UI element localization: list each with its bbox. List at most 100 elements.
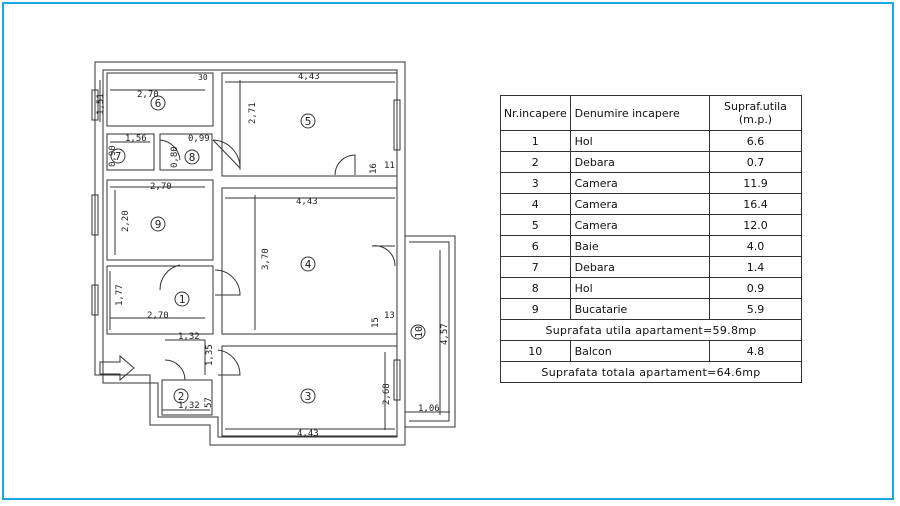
table-row: 3 Camera 11.9 — [500, 172, 803, 194]
room-number-5: 5 — [305, 115, 312, 128]
dim-label: 30 — [198, 73, 208, 82]
room-9-outline — [106, 179, 214, 261]
room-number-8: 8 — [189, 151, 196, 164]
dim-label: 1,56 — [125, 134, 147, 144]
room-7-outline — [106, 133, 155, 171]
row-nr: 4 — [500, 193, 571, 215]
row-name: Baie — [569, 235, 710, 257]
dim-label: 2,70 — [137, 90, 159, 100]
balcony-row: 10 Balcon 4.8 — [500, 340, 803, 362]
header-nr: Nr.incapere — [500, 95, 571, 131]
row-name: Hol — [569, 130, 710, 152]
room-number-1: 1 — [179, 293, 186, 306]
table-row: 5 Camera 12.0 — [500, 214, 803, 236]
row-name: Hol — [569, 277, 710, 299]
room-number-10: 10 — [414, 326, 425, 338]
dim-label: 2,68 — [382, 383, 392, 405]
total-area-summary: Suprafata totala apartament=64.6mp — [500, 361, 802, 383]
dim-label: 0,99 — [188, 134, 210, 144]
header-area: Supraf.utila (m.p.) — [708, 95, 803, 131]
row-area: 6.6 — [708, 130, 803, 152]
room-number-3: 3 — [305, 390, 312, 403]
header-area-line1: Supraf.utila — [724, 100, 787, 113]
dim-label: 4,43 — [296, 197, 318, 207]
dim-label: 4,43 — [297, 429, 319, 439]
table-row: 4 Camera 16.4 — [500, 193, 803, 215]
row-nr: 1 — [500, 130, 571, 152]
room-3-outline — [221, 345, 398, 437]
row-name: Camera — [569, 214, 710, 236]
room-4-outline — [221, 187, 398, 335]
floor-plan: 2,70 30 4,43 1,51 2,71 1,56 0,99 0,90 0,… — [91, 61, 456, 446]
balcony-outline — [405, 235, 456, 428]
row-nr: 9 — [500, 298, 571, 320]
header-area-line2: (m.p.) — [738, 113, 773, 126]
dim-label: 4,43 — [298, 72, 320, 82]
table-header-row: Nr.incapere Denumire incapere Supraf.uti… — [500, 95, 803, 131]
room-area-table: Nr.incapere Denumire incapere Supraf.uti… — [500, 95, 803, 383]
dim-label: 1,06 — [418, 404, 440, 414]
row-name: Camera — [569, 172, 710, 194]
outer-wall — [94, 61, 406, 446]
dim-label: 11 — [384, 161, 395, 171]
dim-label: 13 — [384, 311, 395, 321]
row-area: 1.4 — [708, 256, 803, 278]
row-nr: 6 — [500, 235, 571, 257]
row-area: 0.9 — [708, 277, 803, 299]
room-number-9: 9 — [155, 218, 162, 231]
room-6-outline — [106, 72, 214, 127]
room-number-4: 4 — [305, 258, 312, 271]
dim-label: 3,70 — [261, 248, 271, 270]
dim-label: 2,70 — [147, 311, 169, 321]
row-name: Bucatarie — [569, 298, 710, 320]
row-name: Debara — [569, 256, 710, 278]
dim-label: 1,77 — [115, 284, 125, 306]
image-frame — [2, 2, 894, 500]
row-area: 16.4 — [708, 193, 803, 215]
room-number-2: 2 — [178, 390, 185, 403]
dim-label: 1,35 — [205, 344, 215, 366]
dim-label: 1,32 — [178, 332, 200, 342]
outer-wall-inner — [102, 69, 398, 438]
dim-label: 1,32 — [178, 401, 200, 411]
dim-label: 2,70 — [150, 182, 172, 192]
room-2-outline — [161, 379, 213, 416]
row-nr: 10 — [500, 340, 571, 362]
useful-area-summary-row: Suprafata utila apartament=59.8mp — [500, 319, 802, 341]
table-row: 9 Bucatarie 5.9 — [500, 298, 803, 320]
table-row: 2 Debara 0.7 — [500, 151, 803, 173]
header-name: Denumire incapere — [569, 95, 710, 131]
dim-label: 2,71 — [248, 102, 258, 124]
row-nr: 5 — [500, 214, 571, 236]
dim-label: 16 — [369, 163, 379, 174]
row-name: Camera — [569, 193, 710, 215]
dim-label: 15 — [371, 317, 381, 328]
total-area-summary-row: Suprafata totala apartament=64.6mp — [500, 361, 802, 383]
table-row: 8 Hol 0.9 — [500, 277, 803, 299]
row-name: Balcon — [569, 340, 710, 362]
dim-label: 1,51 — [96, 93, 106, 115]
row-nr: 2 — [500, 151, 571, 173]
row-area: 4.0 — [708, 235, 803, 257]
table-row: 1 Hol 6.6 — [500, 130, 803, 152]
row-area: 5.9 — [708, 298, 803, 320]
row-nr: 8 — [500, 277, 571, 299]
dim-label: 0,90 — [108, 145, 118, 167]
row-area: 12.0 — [708, 214, 803, 236]
table-row: 6 Baie 4.0 — [500, 235, 803, 257]
table-row: 7 Debara 1.4 — [500, 256, 803, 278]
row-area: 11.9 — [708, 172, 803, 194]
row-nr: 7 — [500, 256, 571, 278]
dim-label: 4,57 — [440, 323, 450, 345]
row-area: 4.8 — [708, 340, 803, 362]
room-8-outline — [159, 133, 213, 171]
entrance-arrow-icon — [99, 354, 135, 382]
row-name: Debara — [569, 151, 710, 173]
row-nr: 3 — [500, 172, 571, 194]
dim-label: 2,20 — [121, 210, 131, 232]
dim-label: 57 — [204, 397, 214, 408]
row-area: 0.7 — [708, 151, 803, 173]
room-number-7: 7 — [115, 150, 122, 163]
dim-label: 0,80 — [170, 146, 180, 168]
useful-area-summary: Suprafata utila apartament=59.8mp — [500, 319, 802, 341]
